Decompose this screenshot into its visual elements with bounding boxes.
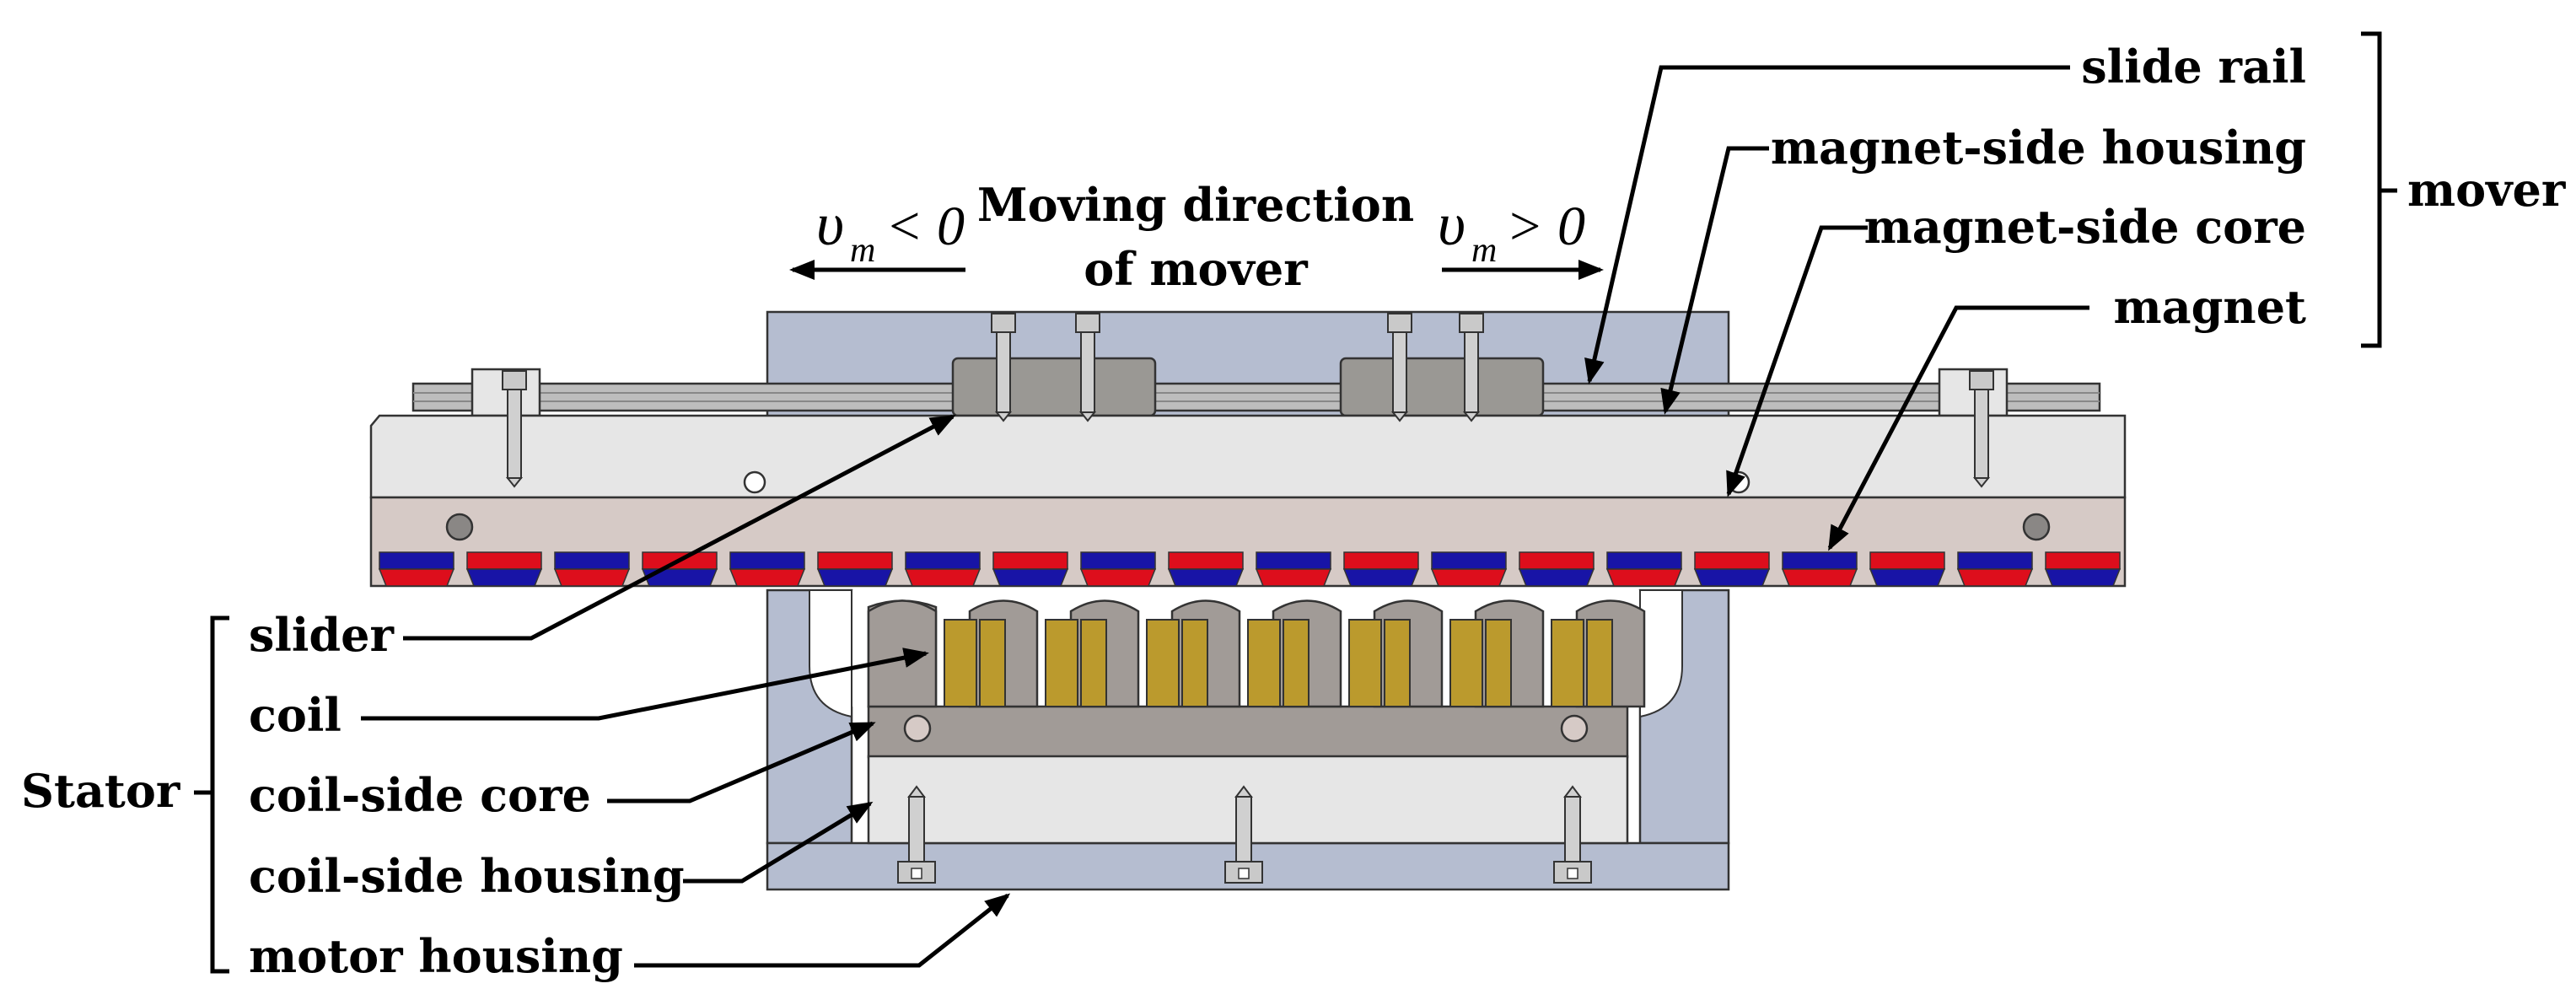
magnet xyxy=(465,551,543,587)
svg-text:> 0: > 0 xyxy=(1506,196,1585,257)
magnet-leader xyxy=(1827,305,2089,551)
magnet-side-core xyxy=(369,496,2127,588)
magnet-label: magnet xyxy=(2114,280,2307,334)
coil-side-a xyxy=(1045,619,1078,707)
screw xyxy=(1224,785,1263,884)
magnet xyxy=(1781,551,1858,587)
stator-label: Stator xyxy=(21,764,180,818)
mover-label: mover xyxy=(2407,163,2566,217)
magnet xyxy=(641,551,718,587)
coil-side-housing-leader xyxy=(683,801,874,884)
magnet xyxy=(992,551,1069,587)
core-tooth xyxy=(867,599,938,708)
coil-side-housing-label: coil-side housing xyxy=(249,849,685,903)
coil-side-a xyxy=(1348,619,1382,707)
coil-side-b xyxy=(979,619,1006,707)
slider-block-left xyxy=(951,357,1157,417)
screw xyxy=(1387,313,1412,422)
magnet xyxy=(378,551,455,587)
coil-side-b xyxy=(1080,619,1107,707)
coil-side-core-label: coil-side core xyxy=(249,768,591,822)
magnet-side-core-leader xyxy=(1726,225,1868,497)
magnet xyxy=(1518,551,1595,587)
svg-text:< 0: < 0 xyxy=(885,196,965,257)
magnet xyxy=(1342,551,1420,587)
screw xyxy=(502,370,527,488)
coil-side-a xyxy=(944,619,977,707)
stator-bracket xyxy=(210,615,229,974)
screws xyxy=(502,313,1994,884)
screw xyxy=(1459,313,1484,422)
coil-side-b xyxy=(1181,619,1208,707)
direction-line1: Moving direction xyxy=(977,178,1414,232)
screw xyxy=(1969,370,1994,488)
magnet xyxy=(1605,551,1683,587)
coil-side-a xyxy=(1247,619,1281,707)
magnet xyxy=(1255,551,1332,587)
magnet xyxy=(904,551,981,587)
slide-rail-leader xyxy=(1584,65,2070,384)
velocity-positive: υ m > 0 xyxy=(1438,191,1585,270)
coil-side-a xyxy=(1551,619,1584,707)
slider-leader xyxy=(403,414,956,641)
slide-rail-label: slide rail xyxy=(2081,40,2306,94)
slider-block-right xyxy=(1339,357,1545,417)
screw xyxy=(991,313,1016,422)
magnet xyxy=(1693,551,1771,587)
magnet xyxy=(1430,551,1508,587)
coil-side-b xyxy=(1384,619,1411,707)
motor-housing-label: motor housing xyxy=(249,929,623,983)
coil-leader xyxy=(361,648,929,721)
magnet xyxy=(1167,551,1245,587)
velocity-negative: υ m < 0 xyxy=(816,191,965,270)
mover-bracket xyxy=(2361,31,2382,348)
coil-side-b xyxy=(1485,619,1512,707)
magnet xyxy=(1956,551,2034,587)
screw xyxy=(897,785,936,884)
magnet xyxy=(2044,551,2122,587)
coil-side-a xyxy=(1449,619,1483,707)
slider-label: slider xyxy=(249,608,395,662)
coil-side-b xyxy=(1586,619,1613,707)
magnet xyxy=(1869,551,1946,587)
coil-side-b xyxy=(1283,619,1310,707)
motor-housing-leader xyxy=(634,893,1011,968)
magnet-side-housing-leader xyxy=(1660,146,1769,415)
screw xyxy=(1075,313,1100,422)
slide-rail xyxy=(411,382,2101,412)
svg-text:m: m xyxy=(1471,231,1497,270)
magnet-side-core-label: magnet-side core xyxy=(1864,200,2306,254)
screw xyxy=(1553,785,1592,884)
magnet xyxy=(816,551,894,587)
svg-text:υ: υ xyxy=(1438,191,1465,258)
direction-line2: of mover xyxy=(1084,242,1308,296)
svg-text:m: m xyxy=(850,231,875,270)
core-yoke xyxy=(867,705,1629,759)
coil-side-core-leader xyxy=(607,721,876,803)
magnet-side-housing-label: magnet-side housing xyxy=(1771,121,2306,175)
magnet-row xyxy=(378,551,2122,587)
magnet xyxy=(729,551,806,587)
magnet xyxy=(553,551,631,587)
svg-text:υ: υ xyxy=(816,191,844,258)
coil-side-a xyxy=(1146,619,1180,707)
coil-label: coil xyxy=(249,688,341,742)
coil-side-core xyxy=(867,599,1646,759)
magnet xyxy=(1079,551,1157,587)
